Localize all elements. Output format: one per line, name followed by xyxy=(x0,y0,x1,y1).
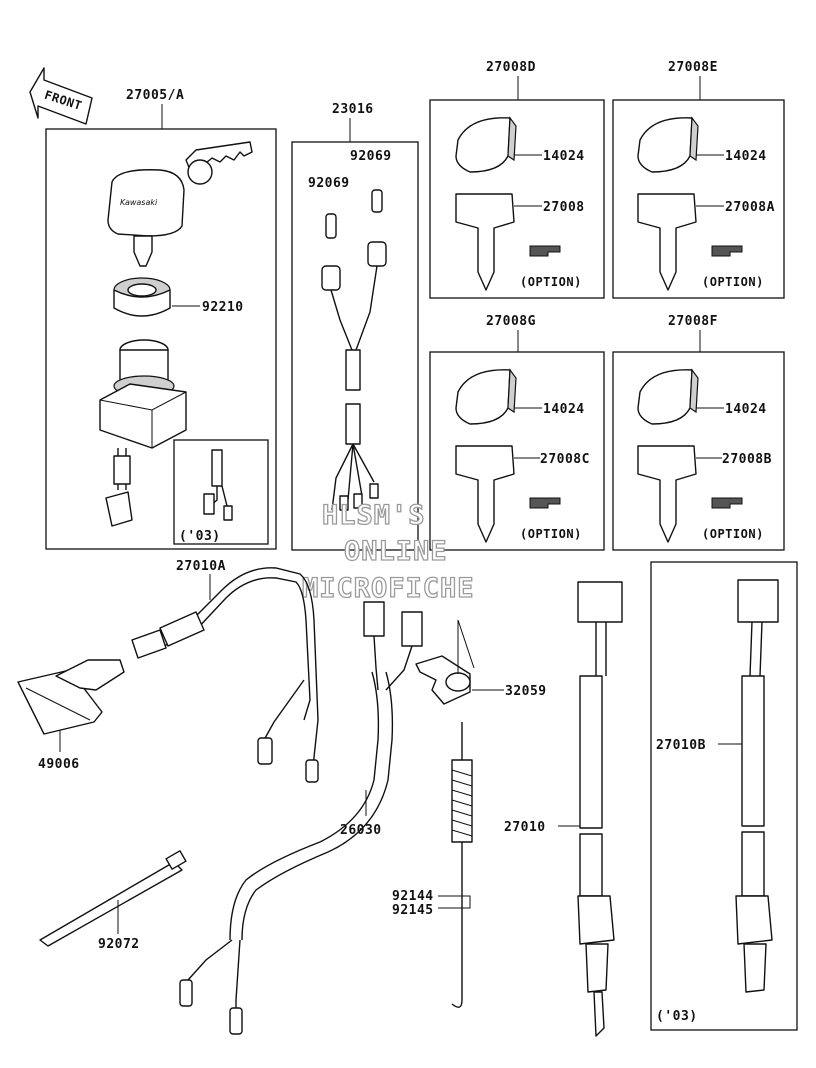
key-profile-icon-d xyxy=(529,245,561,257)
label-option-f: (OPTION) xyxy=(702,527,764,541)
cable-tie-part-92072 xyxy=(39,850,187,947)
label-27008d: 27008D xyxy=(486,60,536,75)
label-27010a: 27010A xyxy=(176,559,226,574)
label-26030: 26030 xyxy=(340,823,382,838)
label-14024-g: 14024 xyxy=(543,402,585,417)
connector-03-a xyxy=(203,449,233,521)
key-profile-icon-g xyxy=(529,497,561,509)
watermark-line-1: HLSM'S xyxy=(322,500,426,531)
label-14024-e: 14024 xyxy=(725,149,767,164)
spring-part-92144 xyxy=(451,722,473,1008)
label-option-e: (OPTION) xyxy=(702,275,764,289)
watermark-line-2: ONLINE xyxy=(344,536,448,567)
key-brand-text: Kawasaki xyxy=(120,198,158,207)
group-box-23016 xyxy=(291,141,419,551)
group-box-27008g xyxy=(429,351,605,551)
label-49006: 49006 xyxy=(38,757,80,772)
label-92069-b: 92069 xyxy=(308,176,350,191)
label-92210: 92210 xyxy=(202,300,244,315)
label-23016: 23016 xyxy=(332,102,374,117)
watermark: HLSM'S ONLINE MICROFICHE xyxy=(301,499,475,604)
harness-part-26030 xyxy=(179,601,423,1035)
label-92069-a: 92069 xyxy=(350,149,392,164)
label-27008: 27008 xyxy=(543,200,585,215)
label-option-g: (OPTION) xyxy=(520,527,582,541)
boot-part-49006 xyxy=(17,659,125,735)
label-14024-d: 14024 xyxy=(543,149,585,164)
watermark-line-3: MICROFICHE xyxy=(302,573,475,604)
label-14024-f: 14024 xyxy=(725,402,767,417)
nut-part-92210 xyxy=(113,277,171,317)
clamp-part-32059 xyxy=(415,619,475,705)
key-blank-part-27008b xyxy=(637,445,697,543)
group-box-27008f xyxy=(612,351,785,551)
terminal-part-92069 xyxy=(325,189,383,239)
group-box-27005a xyxy=(45,128,277,550)
key-blank-part-27008c xyxy=(455,445,515,543)
label-92072: 92072 xyxy=(98,937,140,952)
label-27008c: 27008C xyxy=(540,452,590,467)
label-27008f: 27008F xyxy=(668,314,718,329)
switch-part-27010b xyxy=(735,579,779,993)
label-27005a: 27005/A xyxy=(126,88,184,103)
group-box-27008d xyxy=(429,99,605,299)
key-profile-icon-f xyxy=(711,497,743,509)
key-blank-part-27008a xyxy=(637,193,697,291)
label-27008b: 27008B xyxy=(722,452,772,467)
ignition-key-part: Kawasaki xyxy=(107,141,253,267)
label-27010: 27010 xyxy=(504,820,546,835)
label-32059: 32059 xyxy=(505,684,547,699)
group-box-03-a xyxy=(173,439,269,545)
key-cap-part-14024-f xyxy=(637,368,699,425)
label-92144: 92144 xyxy=(392,889,434,904)
switch-harness-part-27010a xyxy=(131,567,319,783)
group-box-27010b xyxy=(650,561,798,1031)
harness-part-23016 xyxy=(321,241,387,511)
label-27008e: 27008E xyxy=(668,60,718,75)
label-27008a: 27008A xyxy=(725,200,775,215)
switch-part-27010 xyxy=(577,581,623,1037)
label-year-a: ('03) xyxy=(179,529,221,544)
label-year-b: ('03) xyxy=(656,1009,698,1024)
key-cap-part-14024-e xyxy=(637,116,699,173)
label-option-d: (OPTION) xyxy=(520,275,582,289)
label-27010b: 27010B xyxy=(656,738,706,753)
key-profile-icon-e xyxy=(711,245,743,257)
label-27008g: 27008G xyxy=(486,314,536,329)
group-box-27008e xyxy=(612,99,785,299)
front-arrow-icon: FRONT xyxy=(29,67,93,125)
key-cap-part-14024-d xyxy=(455,116,517,173)
label-92145: 92145 xyxy=(392,903,434,918)
ignition-switch-part xyxy=(99,339,187,527)
key-blank-part-27008 xyxy=(455,193,515,291)
key-cap-part-14024-g xyxy=(455,368,517,425)
